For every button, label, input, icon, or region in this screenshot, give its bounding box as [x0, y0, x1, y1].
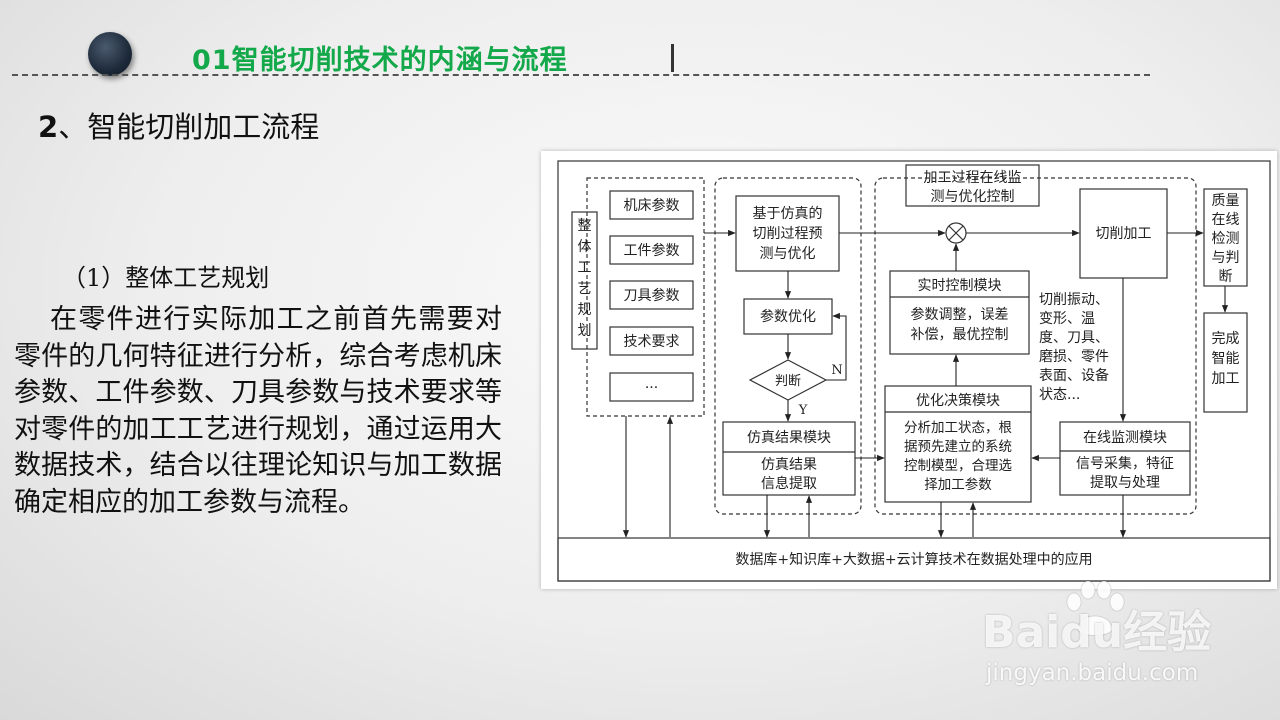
watermark-url: jingyan.baidu.com: [986, 660, 1199, 686]
param-tech: 技术要求: [624, 334, 680, 350]
monitor-title-line-1: 加工过程在线监: [924, 170, 1022, 186]
finish-line-1: 完成: [1212, 331, 1240, 347]
quality-line-2: 在线: [1212, 212, 1240, 228]
slide-title: 01智能切削技术的内涵与流程: [192, 45, 568, 76]
cutting-state-line-1: 切削振动、: [1039, 292, 1109, 308]
online-monitor-head: 在线监测模块: [1083, 430, 1167, 446]
judge-label: 判断: [775, 374, 801, 389]
quality-line-3: 检测: [1212, 231, 1240, 247]
sim-box-line-1: 基于仿真的: [753, 205, 823, 222]
left-title-char-1: 整: [578, 218, 592, 234]
opt-decision-line-3: 控制模型，合理选: [904, 458, 1012, 474]
sim-box-line-3: 测与优化: [760, 246, 816, 262]
rt-control-line-1: 参数调整，误差: [911, 306, 1009, 323]
quality-line-5: 断: [1219, 269, 1233, 285]
cutting-state-line-5: 表面、设备: [1039, 367, 1109, 384]
process-flow-diagram: 整 体 工 艺 规 划 机床参数 工件参数 刀具参数 技术要求 ··· 基于仿真…: [541, 151, 1277, 589]
param-workpiece: 工件参数: [624, 242, 680, 259]
bottom-bar-label: 数据库+知识库+大数据+云计算技术在数据处理中的应用: [735, 551, 1092, 568]
subtitle-number: 2: [38, 110, 59, 144]
opt-decision-line-2: 据预先建立的系统: [904, 439, 1012, 455]
sim-box-line-2: 切削过程预: [753, 226, 823, 242]
rt-control-head: 实时控制模块: [918, 278, 1002, 294]
sim-result-head: 仿真结果模块: [747, 430, 831, 446]
opt-decision-line-1: 分析加工状态，根: [904, 420, 1012, 436]
monitor-title-line-2: 测与优化控制: [931, 189, 1015, 205]
param-opt-label: 参数优化: [760, 308, 816, 325]
param-machine: 机床参数: [624, 197, 680, 214]
title-divider: [12, 74, 1150, 76]
label-n: N: [831, 363, 842, 378]
left-title-char-4: 艺: [578, 281, 592, 297]
left-title-text: 整 体 工 艺 规 划: [578, 218, 592, 339]
cutting-state-line-4: 磨损、零件: [1039, 349, 1109, 365]
rt-control-line-2: 补偿，最优控制: [911, 327, 1009, 343]
finish-line-3: 加工: [1212, 371, 1240, 387]
left-title-char-5: 规: [578, 302, 592, 318]
section-paragraph: 在零件进行实际加工之前首先需要对零件的几何特征进行分析，综合考虑机床参数、工件参…: [14, 304, 502, 518]
cutting-state-line-2: 变形、温: [1039, 311, 1095, 327]
opt-decision-line-4: 择加工参数: [924, 476, 992, 493]
cutting-label: 切削加工: [1096, 226, 1152, 242]
diagram-svg: 整 体 工 艺 规 划 机床参数 工件参数 刀具参数 技术要求 ··· 基于仿真…: [557, 160, 1271, 582]
sim-result-line-1: 仿真结果: [761, 457, 817, 473]
sim-result-line-2: 信息提取: [761, 475, 817, 492]
opt-decision-head: 优化决策模块: [916, 392, 1000, 409]
param-more: ···: [645, 380, 658, 396]
quality-line-4: 与判: [1212, 250, 1240, 266]
left-title-char-2: 体: [578, 239, 592, 255]
param-tool: 刀具参数: [624, 287, 680, 304]
baidu-jingyan-logo: Baidu经验: [982, 607, 1212, 658]
cutting-state-line-6: 状态...: [1039, 387, 1080, 403]
finish-line-2: 智能: [1212, 351, 1240, 367]
left-title-char-6: 划: [578, 323, 592, 339]
baidu-paw-icon: [1066, 580, 1125, 636]
label-y: Y: [798, 403, 808, 418]
slide-subtitle: 2、智能切削加工流程: [38, 104, 319, 146]
cutting-state-line-3: 度、刀具、: [1039, 330, 1109, 346]
online-monitor-line-1: 信号采集，特征: [1076, 455, 1174, 472]
section-heading: （1）整体工艺规划: [62, 264, 270, 292]
online-monitor-line-2: 提取与处理: [1090, 475, 1160, 491]
text-cursor: [671, 44, 674, 72]
subtitle-text: 、智能切削加工流程: [58, 110, 320, 144]
title-bullet: [88, 32, 132, 76]
left-title-char-3: 工: [578, 260, 592, 276]
quality-line-1: 质量: [1212, 193, 1240, 209]
